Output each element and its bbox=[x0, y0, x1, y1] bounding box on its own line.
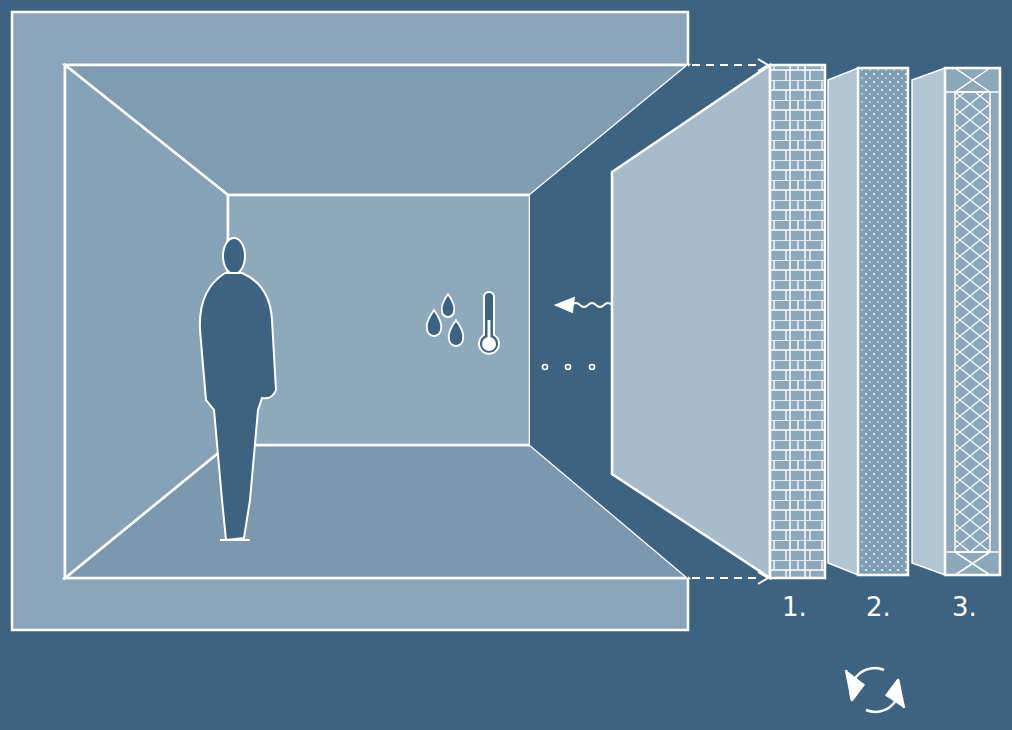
back-wall bbox=[228, 195, 530, 445]
layer-side bbox=[912, 68, 945, 575]
callout-number: 1. bbox=[782, 592, 807, 622]
brick-layer bbox=[770, 65, 825, 578]
porous-layer bbox=[858, 68, 908, 575]
wall-section bbox=[612, 65, 770, 578]
person-head bbox=[223, 238, 245, 274]
callout-number: 2. bbox=[866, 592, 891, 622]
moisture-drops bbox=[427, 294, 464, 346]
cycle-symbol bbox=[846, 668, 904, 712]
callout-number: 3. bbox=[952, 592, 977, 622]
timber-layer bbox=[945, 68, 1000, 575]
layer-side bbox=[828, 68, 858, 575]
person-body bbox=[200, 273, 276, 540]
person-feet bbox=[220, 539, 250, 541]
brick-lines bbox=[790, 65, 805, 578]
thermometer-symbol bbox=[479, 292, 499, 354]
person-figure bbox=[200, 238, 276, 540]
insulation-fill bbox=[955, 92, 990, 552]
timber-frame bbox=[945, 68, 1000, 575]
room-frame bbox=[12, 12, 688, 630]
frame-band bbox=[12, 12, 688, 630]
